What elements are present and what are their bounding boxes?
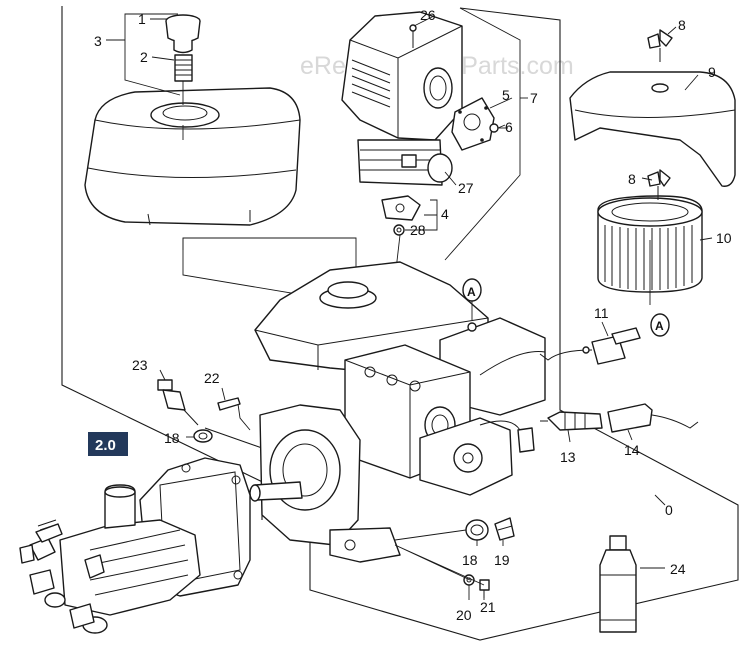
callout-6: 6: [505, 119, 513, 135]
screw-26[interactable]: [409, 24, 417, 48]
callout-11: 11: [594, 305, 609, 321]
oil-bottle[interactable]: [599, 535, 637, 633]
seal-18-lower[interactable]: [465, 519, 489, 541]
callout-0: 0: [665, 502, 673, 518]
wing-nut-top[interactable]: [647, 29, 673, 62]
callout-9: 9: [708, 64, 716, 80]
air-filter-element[interactable]: [597, 195, 703, 305]
callout-28: 28: [410, 222, 426, 238]
spark-plug-cap[interactable]: [607, 403, 699, 433]
svg-text:A: A: [655, 319, 664, 333]
callout-10: 10: [716, 230, 732, 246]
gasket-4[interactable]: [381, 195, 421, 221]
wing-nut-filter[interactable]: [647, 169, 671, 200]
fuel-cock-gasket[interactable]: [451, 97, 495, 151]
fuel-strainer[interactable]: [174, 54, 193, 105]
fuel-cock-lever[interactable]: [357, 139, 453, 186]
bolt-21[interactable]: [479, 579, 490, 598]
callout-27: 27: [458, 180, 474, 196]
nut-28[interactable]: [393, 224, 405, 236]
callout-3: 3: [94, 33, 102, 49]
callout-19: 19: [494, 552, 510, 568]
seal-18-upper[interactable]: [193, 429, 213, 443]
callout-8-filter: 8: [628, 171, 636, 187]
callout-14: 14: [624, 442, 640, 458]
pressure-washer-pump[interactable]: [19, 484, 201, 634]
fuel-tank[interactable]: [84, 87, 301, 226]
callout-13: 13: [560, 449, 576, 465]
callout-24: 24: [670, 561, 686, 577]
callout-18-lower: 18: [462, 552, 478, 568]
callout-5: 5: [502, 87, 510, 103]
callout-7: 7: [530, 90, 538, 106]
air-cleaner-cover[interactable]: [569, 71, 736, 187]
spark-plug[interactable]: [540, 411, 603, 431]
callout-18-upper: 18: [164, 430, 180, 446]
callout-1: 1: [138, 11, 146, 27]
section-badge[interactable]: 2.0: [88, 432, 128, 456]
fuel-cap[interactable]: [165, 14, 201, 54]
callout-4: 4: [441, 206, 449, 222]
svg-text:2.0: 2.0: [95, 437, 116, 454]
engine-block[interactable]: [249, 261, 546, 563]
callout-23: 23: [132, 357, 148, 373]
reference-mark-a-filter: A: [650, 313, 670, 337]
svg-text:A: A: [467, 285, 476, 299]
drain-plug[interactable]: [494, 517, 515, 541]
reference-mark-a-top: A: [462, 278, 482, 332]
key-pin[interactable]: [217, 397, 241, 411]
engine-switch[interactable]: [539, 327, 641, 365]
callout-21: 21: [480, 599, 496, 615]
callout-22: 22: [204, 370, 220, 386]
oil-dipstick[interactable]: [157, 379, 199, 426]
callout-2: 2: [140, 49, 148, 65]
callout-26: 26: [420, 7, 436, 23]
callout-20: 20: [456, 607, 472, 623]
fan-shroud[interactable]: [341, 11, 463, 141]
callout-8-top: 8: [678, 17, 686, 33]
